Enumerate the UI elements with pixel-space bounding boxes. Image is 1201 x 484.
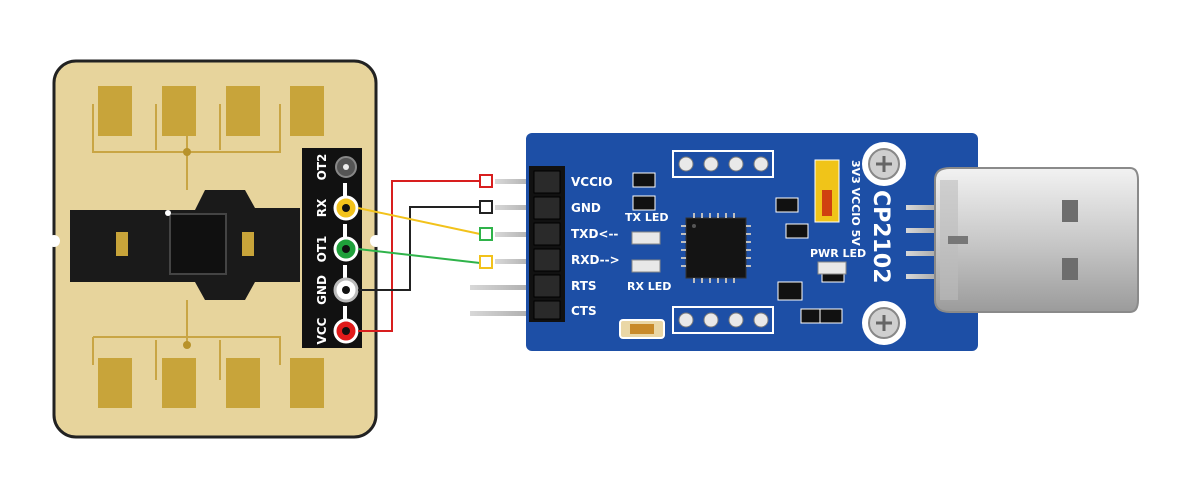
ic-pin1-marker [165, 210, 171, 216]
pin-ot1-label: OT1 [315, 236, 329, 263]
cp2102-chip-leads [681, 213, 751, 283]
tx-led [631, 231, 661, 245]
bottom-pads [678, 312, 769, 328]
pin-rx: RX [315, 195, 359, 238]
usb-connector-leads [906, 205, 938, 279]
pin-ot2-label: OT2 [315, 154, 329, 181]
wire-vcc [358, 180, 480, 332]
header-label-rxd: RXD--> [571, 253, 620, 267]
header-label-vccio: VCCIO [571, 175, 613, 189]
pin-vcc-center [342, 327, 350, 335]
pwr-led-label: PWR LED [810, 247, 866, 260]
terminal-gnd [479, 200, 493, 214]
top-pad-row [672, 150, 774, 178]
strip-pad-right [242, 232, 254, 256]
header-label-txd: TXD<-- [571, 227, 618, 241]
wires [357, 180, 481, 332]
strip-pad-left [116, 232, 128, 256]
pin-gnd-label: GND [315, 275, 329, 305]
pin-vcc-label: VCC [315, 317, 329, 344]
chip-label: CP2102 [868, 190, 893, 284]
tx-led-label: TX LED [625, 211, 668, 224]
radar-module: OT2 RX OT1 GND VCC [48, 59, 382, 439]
pin-rx-center [342, 204, 350, 212]
rx-led-label: RX LED [627, 280, 671, 293]
pin-ot2-mark [343, 183, 347, 197]
pin-ot1-mark [343, 265, 347, 279]
wire-ot1 [357, 248, 481, 264]
terminal-vccio [479, 174, 493, 188]
chip-pin1-marker [692, 224, 696, 228]
pin-ot1-center [342, 245, 350, 253]
pin-ot2-center [343, 164, 349, 170]
rx-led [631, 259, 661, 273]
header-label-cts: CTS [571, 304, 597, 318]
header-label-gnd: GND [571, 201, 601, 215]
voltage-label: 3V3 VCCIO 5V [849, 160, 862, 246]
voltage-jumper-cap [822, 190, 832, 216]
usb-header-cells [533, 170, 561, 320]
radar-ic [169, 213, 227, 275]
pin-ot2: OT2 [315, 154, 357, 197]
pin-gnd: GND [315, 275, 359, 320]
wire-rx [357, 207, 481, 235]
via-bottom [183, 341, 191, 349]
board-notch-right [370, 235, 382, 247]
terminal-txd [479, 227, 493, 241]
terminal-rxd [479, 255, 493, 269]
pin-gnd-mark [343, 306, 347, 320]
antenna-pads-top [98, 86, 324, 136]
cp2102-chip [685, 217, 747, 279]
top-pads [678, 156, 769, 172]
usb-pcb [526, 133, 978, 351]
wire-gnd [358, 206, 480, 291]
pin-rx-mark [343, 224, 347, 238]
mount-screw-bottom [862, 301, 906, 345]
via-top [183, 148, 191, 156]
usb-adapter: VCCIO GND TXD<-- RXD--> RTS CTS [470, 133, 1139, 351]
fuse-body [630, 324, 654, 334]
antenna-pads-bottom [98, 358, 324, 408]
bottom-pad-row [672, 306, 774, 334]
pin-ot1: OT1 [315, 236, 359, 279]
pin-rx-label: RX [315, 198, 329, 217]
mount-screw-top [862, 142, 906, 186]
pin-gnd-center [342, 286, 350, 294]
pwr-led [817, 261, 847, 275]
smd-components [632, 172, 845, 324]
pin-vcc: VCC [315, 317, 359, 344]
header-label-rts: RTS [571, 279, 597, 293]
board-notch-left [48, 235, 60, 247]
usb-a-plug [934, 167, 1139, 313]
header-pin-legs [470, 179, 539, 316]
